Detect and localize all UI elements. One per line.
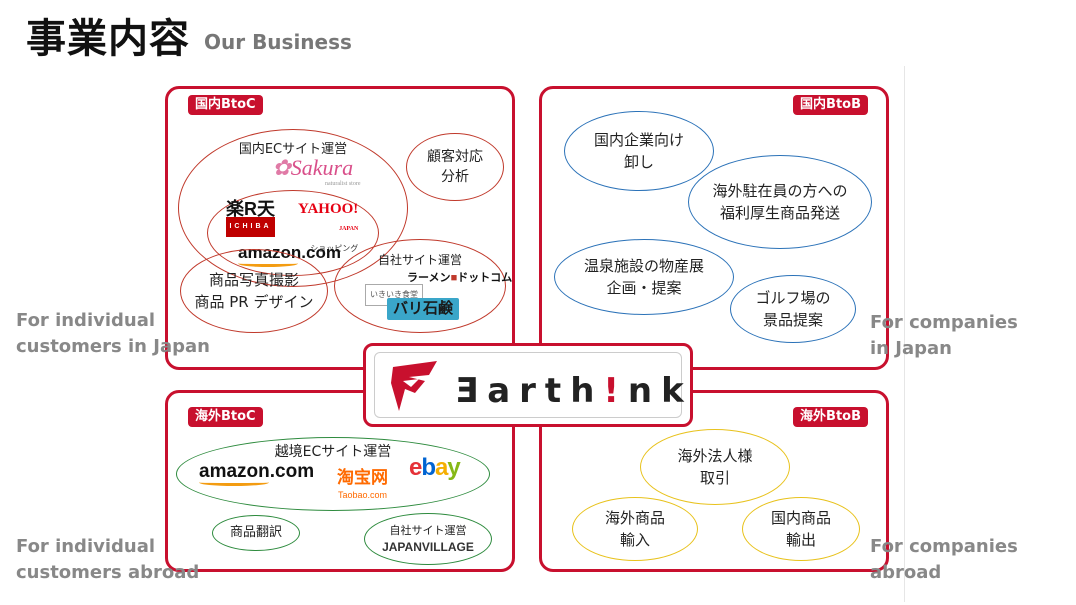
ramen-logo-text: ラーメン: [407, 272, 451, 284]
quadrant-domestic-btoc: 国内BtoC 国内ECサイト運営 ✿Sakura naturalist stor…: [165, 86, 515, 370]
overseas-corp-line1: 海外法人様: [677, 447, 753, 465]
earthink-logo-box: Ǝarth!nk: [363, 343, 693, 427]
btob-welfare-ellipse: 海外駐在員の方への 福利厚生商品発送: [688, 155, 872, 249]
sakura-logo: ✿Sakura naturalist store: [265, 155, 361, 194]
badge-overseas-btoc: 海外BtoC: [188, 407, 263, 427]
side-label-bottom-left-line1: For individual: [16, 536, 156, 557]
taobao-sub: Taobao.com: [337, 490, 388, 500]
side-label-top-right-line2: in Japan: [870, 338, 952, 359]
earthink-logo-inner: Ǝarth!nk: [374, 352, 684, 418]
own-site-jp-ellipse: 自社サイト運営 ラーメン■ドットコム いきいき食堂 バリ石鹸: [334, 239, 512, 333]
amazon-global-smile-icon: [199, 479, 269, 486]
overseas-corp-line2: 取引: [699, 469, 730, 487]
btob-golf-line1: ゴルフ場の: [755, 289, 831, 307]
btob-welfare-line1: 海外駐在員の方への: [712, 182, 848, 200]
photo-design-ellipse: 商品写真撮影 商品 PR デザイン: [180, 249, 328, 333]
page-title: 事業内容: [26, 16, 190, 62]
sakura-sub: naturalist store: [325, 181, 361, 187]
cross-border-ec-ellipse: 越境ECサイト運営 amazon.com 淘宝网 Taobao.com ebay: [176, 437, 490, 511]
rakuten-sub: ICHIBA: [226, 217, 275, 237]
earthink-wordmark-part1: Ǝarth: [455, 371, 604, 411]
btob-golf-ellipse: ゴルフ場の 景品提案: [730, 275, 856, 343]
page-subtitle: Our Business: [204, 30, 352, 54]
bali-soap-text: バリ石鹸: [393, 300, 454, 317]
btob-welfare-line2: 福利厚生商品発送: [719, 204, 840, 222]
btob-wholesale-line1: 国内企業向け: [593, 131, 684, 149]
photo-design-line2: 商品 PR デザイン: [194, 293, 314, 311]
import-ellipse: 海外商品 輸入: [572, 497, 698, 561]
earthink-wordmark-part2: nk: [627, 371, 693, 411]
ebay-letter-b: b: [421, 454, 436, 481]
side-label-bottom-right-line2: abroad: [870, 562, 942, 583]
quadrant-domestic-btob: 国内BtoB 国内企業向け 卸し 海外駐在員の方への 福利厚生商品発送 温泉施設…: [539, 86, 889, 370]
ebay-letter-e: e: [409, 454, 422, 481]
side-label-top-left: For individual customers in Japan: [16, 308, 210, 360]
import-line1: 海外商品: [604, 509, 665, 527]
customer-analysis-ellipse: 顧客対応 分析: [406, 133, 504, 201]
btob-golf-line2: 景品提案: [762, 311, 823, 329]
yahoo-logo-text: YAHOO!: [298, 201, 359, 217]
badge-overseas-btob: 海外BtoB: [793, 407, 868, 427]
btob-wholesale-ellipse: 国内企業向け 卸し: [564, 111, 714, 191]
taobao-logo: 淘宝网 Taobao.com: [337, 468, 388, 505]
badge-domestic-btob: 国内BtoB: [793, 95, 868, 115]
own-site-global-ellipse: 自社サイト運営 JAPANVILLAGE: [364, 513, 492, 565]
rakuten-logo: 楽R天 ICHIBA: [226, 199, 275, 237]
cross-border-ec-title: 越境ECサイト運営: [274, 444, 392, 460]
ebay-logo: ebay: [409, 456, 461, 480]
badge-domestic-btoc: 国内BtoC: [188, 95, 263, 115]
overseas-corp-ellipse: 海外法人様 取引: [640, 429, 790, 505]
side-label-top-right: For companies in Japan: [870, 310, 1018, 362]
sakura-logo-text: Sakura: [290, 155, 354, 180]
domestic-mall-ellipse: 楽R天 ICHIBA YAHOO! JAPAN ショッピング amazon.co…: [207, 190, 379, 276]
ramen-bowl-icon: ■: [450, 272, 458, 284]
own-site-jp-title: 自社サイト運営: [377, 253, 462, 267]
side-label-top-right-line1: For companies: [870, 312, 1018, 333]
side-label-top-left-line2: customers in Japan: [16, 336, 210, 357]
amazon-global-text: amazon.com: [199, 461, 315, 482]
taobao-logo-text: 淘宝网: [337, 468, 388, 487]
ikiiki-logo-text: いきいき食堂: [370, 290, 418, 299]
rakuten-logo-text: 楽R天: [226, 199, 275, 219]
translate-ellipse: 商品翻訳: [212, 515, 300, 551]
side-label-top-left-line1: For individual: [16, 310, 156, 331]
side-label-bottom-right: For companies abroad: [870, 534, 1018, 586]
export-line2: 輸出: [785, 531, 816, 549]
export-ellipse: 国内商品 輸出: [742, 497, 860, 561]
amazon-logo-global: amazon.com: [199, 462, 314, 486]
domestic-ec-title: 国内ECサイト運営: [238, 142, 348, 157]
own-site-global-title: 自社サイト運営: [389, 524, 467, 537]
ebay-letter-a: a: [435, 454, 448, 481]
customer-analysis-line1: 顧客対応: [427, 149, 483, 165]
photo-design-line1: 商品写真撮影: [208, 271, 299, 289]
translate-label: 商品翻訳: [229, 525, 282, 540]
yahoo-shopping: ショッピング: [310, 244, 359, 253]
yahoo-logo: YAHOO! JAPAN ショッピング: [298, 199, 358, 259]
side-label-bottom-left: For individual customers abroad: [16, 534, 199, 586]
btob-wholesale-line2: 卸し: [623, 153, 654, 171]
customer-analysis-line2: 分析: [441, 169, 469, 185]
japanvillage-logo: JAPANVILLAGE: [382, 540, 474, 554]
sakura-flower-icon: ✿: [272, 155, 291, 180]
btob-onsen-line1: 温泉施設の物産展: [583, 257, 704, 275]
import-line2: 輸入: [619, 531, 650, 549]
ramen-logo: ラーメン■ドットコム: [407, 268, 512, 288]
bali-soap-logo: バリ石鹸: [387, 298, 460, 320]
ramen-dot-text: ドットコム: [457, 272, 513, 284]
content-frame: [6, 66, 905, 602]
ebay-letter-y: y: [447, 454, 460, 481]
side-label-bottom-right-line1: For companies: [870, 536, 1018, 557]
earthink-wordmark: Ǝarth!nk: [455, 371, 693, 411]
domestic-ec-ellipse: 国内ECサイト運営 ✿Sakura naturalist store 楽R天 I…: [178, 129, 408, 287]
yahoo-sub: JAPAN: [339, 226, 359, 232]
earthink-wordmark-bang: !: [603, 371, 628, 411]
export-line1: 国内商品: [770, 509, 831, 527]
btob-onsen-line2: 企画・提案: [606, 279, 682, 297]
side-label-bottom-left-line2: customers abroad: [16, 562, 200, 583]
earthink-e-emblem-icon: [391, 361, 437, 411]
btob-onsen-ellipse: 温泉施設の物産展 企画・提案: [554, 239, 734, 315]
